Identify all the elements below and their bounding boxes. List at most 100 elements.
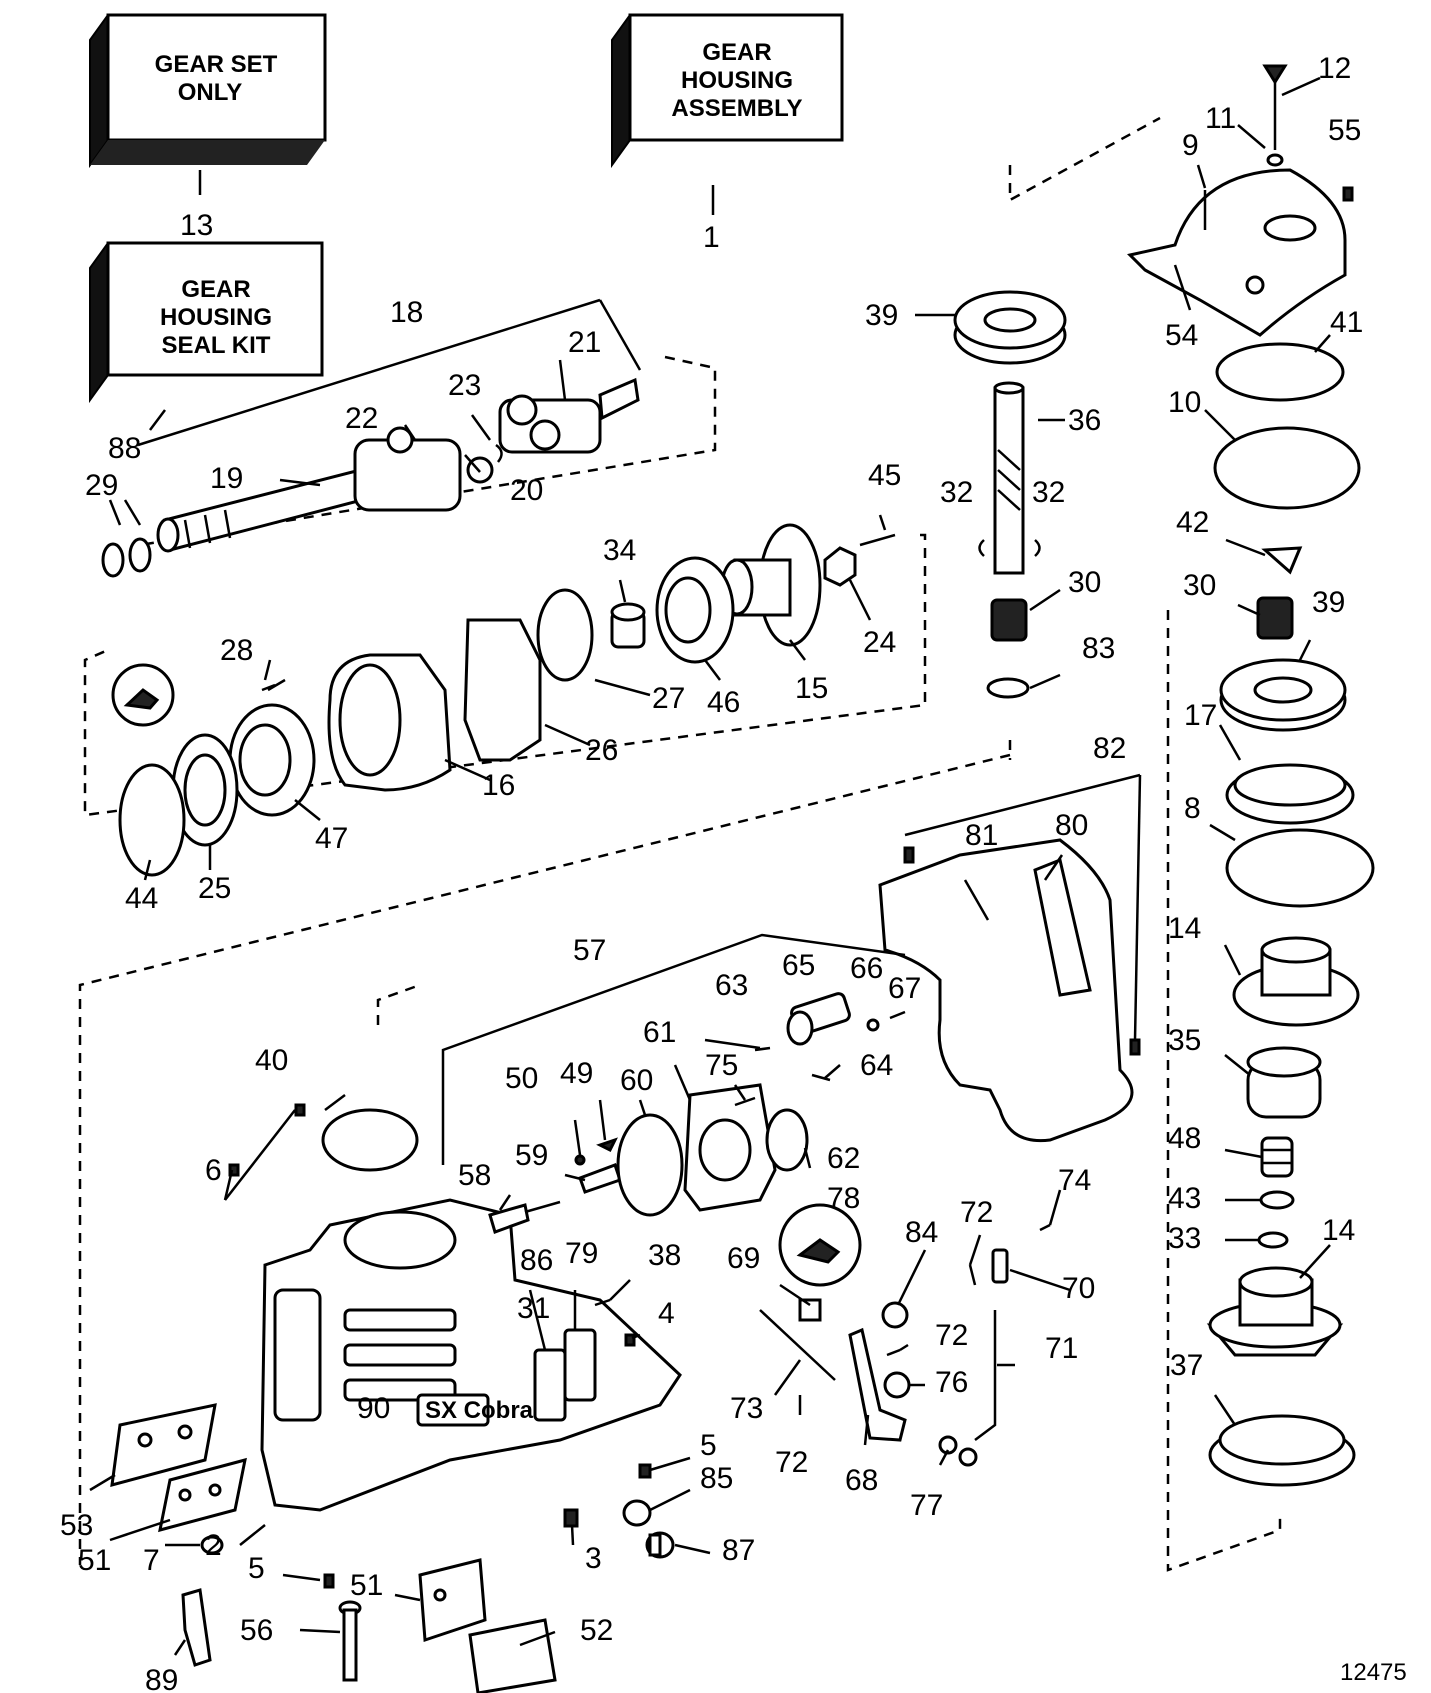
bearing-47 [228,703,316,817]
washer-76 [883,1371,911,1399]
callout-18: 18 [390,296,423,329]
callout-21: 21 [568,326,601,359]
box-line: GEAR SET [155,51,278,78]
callout-12: 12 [1318,52,1351,85]
callout-46: 46 [707,686,740,719]
race-17 [1225,763,1355,825]
callout-55: 55 [1328,114,1361,147]
gear-14-upper [1232,936,1360,1027]
callout-87: 87 [722,1534,755,1567]
gear-14-lower [1206,1266,1344,1357]
ring-32-right [1034,539,1041,557]
callout-32-left: 32 [940,476,973,509]
callout-81: 81 [965,819,998,852]
bushing-34 [610,602,646,649]
callout-72-a: 72 [960,1196,993,1229]
ring-32-left [978,539,985,557]
ring-44 [118,763,186,877]
plate-51-upper [158,1457,247,1533]
callout-24: 24 [863,626,896,659]
callout-23: 23 [448,369,481,402]
washer-11 [1266,153,1284,167]
callout-82: 82 [1093,732,1126,765]
ring-41 [1215,342,1345,402]
part-50 [574,1154,586,1166]
bearing-46 [655,556,735,664]
callout-39-right: 39 [1312,586,1345,619]
box-gear-housing-assembly: GEAR HOUSING ASSEMBLY [611,13,844,169]
fitting-87 [645,1531,675,1559]
pin-75 [734,1096,756,1107]
gear-15 [720,523,822,647]
ring-33 [1257,1231,1289,1249]
callout-71: 71 [1045,1332,1078,1365]
yoke-21 [498,377,640,454]
callout-10: 10 [1168,386,1201,419]
callout-15: 15 [795,672,828,705]
bearing-35 [1246,1046,1322,1119]
box-line: GEAR [181,276,250,303]
o-ring-40 [321,1108,419,1172]
washer-84 [881,1301,909,1329]
callout-54: 54 [1165,319,1198,352]
nut-24 [823,546,857,587]
callout-59: 59 [515,1139,548,1172]
callout-49: 49 [560,1057,593,1090]
lube-symbol-78 [778,1203,862,1287]
callout-67: 67 [888,972,921,1005]
bearing-carrier-16 [327,653,452,792]
gasket-31 [533,1348,567,1422]
nut-69 [798,1298,822,1322]
plug-5-left [323,1573,335,1589]
lever-68 [848,1327,907,1442]
u-joint-20-22 [353,426,494,512]
callout-3: 3 [585,1542,602,1575]
seal-25 [171,733,239,847]
group-outline-right [1008,116,1161,203]
box-line: ASSEMBLY [671,95,802,122]
washer-43 [1259,1190,1295,1210]
callout-16: 16 [482,769,515,802]
callout-72-b: 72 [935,1319,968,1352]
washer-7 [200,1535,224,1555]
part-42 [1261,546,1303,575]
housing-logo: SX Cobra [425,1397,534,1424]
callout-76: 76 [935,1366,968,1399]
washer-66 [866,1018,880,1032]
plug-5-right [638,1463,652,1479]
washer-83 [986,677,1030,699]
screw-67 [889,1010,906,1020]
part-55 [1342,186,1354,202]
callout-51-left: 51 [78,1544,111,1577]
callout-50: 50 [505,1062,538,1095]
callout-84: 84 [905,1216,938,1249]
callout-56: 56 [240,1614,273,1647]
ring-29-b [128,537,152,573]
gasket-60 [616,1113,684,1217]
pin-28 [261,678,286,692]
callout-47: 47 [315,822,348,855]
cover-61 [683,1083,777,1212]
callout-83: 83 [1082,632,1115,665]
callout-53: 53 [60,1509,93,1542]
callout-80: 80 [1055,809,1088,842]
callout-11: 11 [1205,102,1236,135]
gear-housing-2 [260,1198,682,1512]
plate-53 [110,1403,217,1488]
callout-7: 7 [143,1544,160,1577]
callout-34: 34 [603,534,636,567]
box-line: SEAL KIT [162,332,271,359]
callout-38: 38 [648,1239,681,1272]
callout-26: 26 [585,734,618,767]
link-71 [974,1310,997,1441]
callout-61: 61 [643,1016,676,1049]
callout-5-right: 5 [700,1429,717,1462]
callout-35: 35 [1168,1024,1201,1057]
bracket-81 [878,773,1142,1143]
callout-69: 69 [727,1242,760,1275]
callout-42: 42 [1176,506,1209,539]
callout-8: 8 [1184,792,1201,825]
callout-62: 62 [827,1142,860,1175]
callout-65: 65 [782,949,815,982]
